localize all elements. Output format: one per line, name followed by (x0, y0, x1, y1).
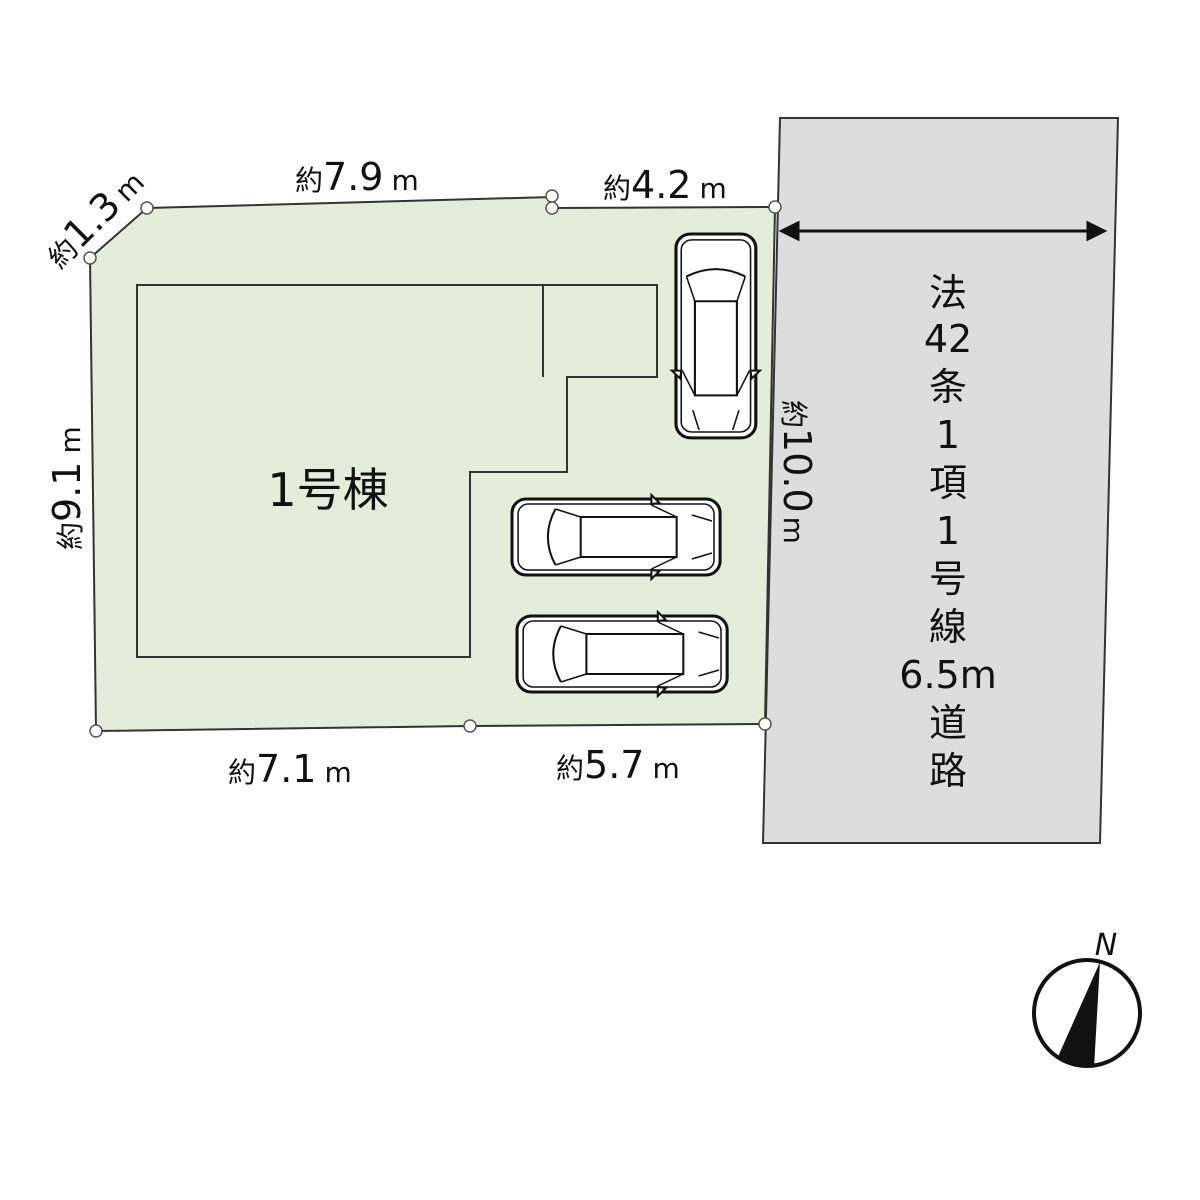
road-label-line: 項 (929, 461, 967, 505)
road-label-line: 1 (936, 509, 960, 553)
road-label-line: 号 (929, 557, 967, 601)
road-label-line: 42 (924, 317, 972, 361)
road-label-line: 1 (936, 413, 960, 457)
road-width-arrow (778, 220, 1108, 242)
road-label-line: 道 (929, 701, 967, 745)
car-3 (515, 610, 729, 698)
road-label-line: 6.5m (899, 653, 996, 697)
dim-right: 約10.0m (775, 400, 819, 544)
road-label-line: 線 (929, 605, 967, 649)
road-label-line: 路 (929, 749, 967, 793)
boundary-markers (83, 189, 782, 738)
compass-icon: N (1032, 928, 1142, 1068)
car-2 (510, 493, 722, 581)
road-label: 法 42 条 1 項 1 号 線 6.5m 道 路 (899, 271, 996, 793)
building-outline (136, 284, 658, 658)
road-label-line: 条 (929, 365, 967, 409)
dim-left: 約9.1m (45, 426, 89, 550)
car-1 (670, 232, 762, 440)
road-area (761, 117, 1120, 844)
building-label: 1号棟 (267, 463, 388, 517)
road-label-line: 法 (929, 271, 967, 315)
compass-north-label: N (1095, 928, 1117, 963)
